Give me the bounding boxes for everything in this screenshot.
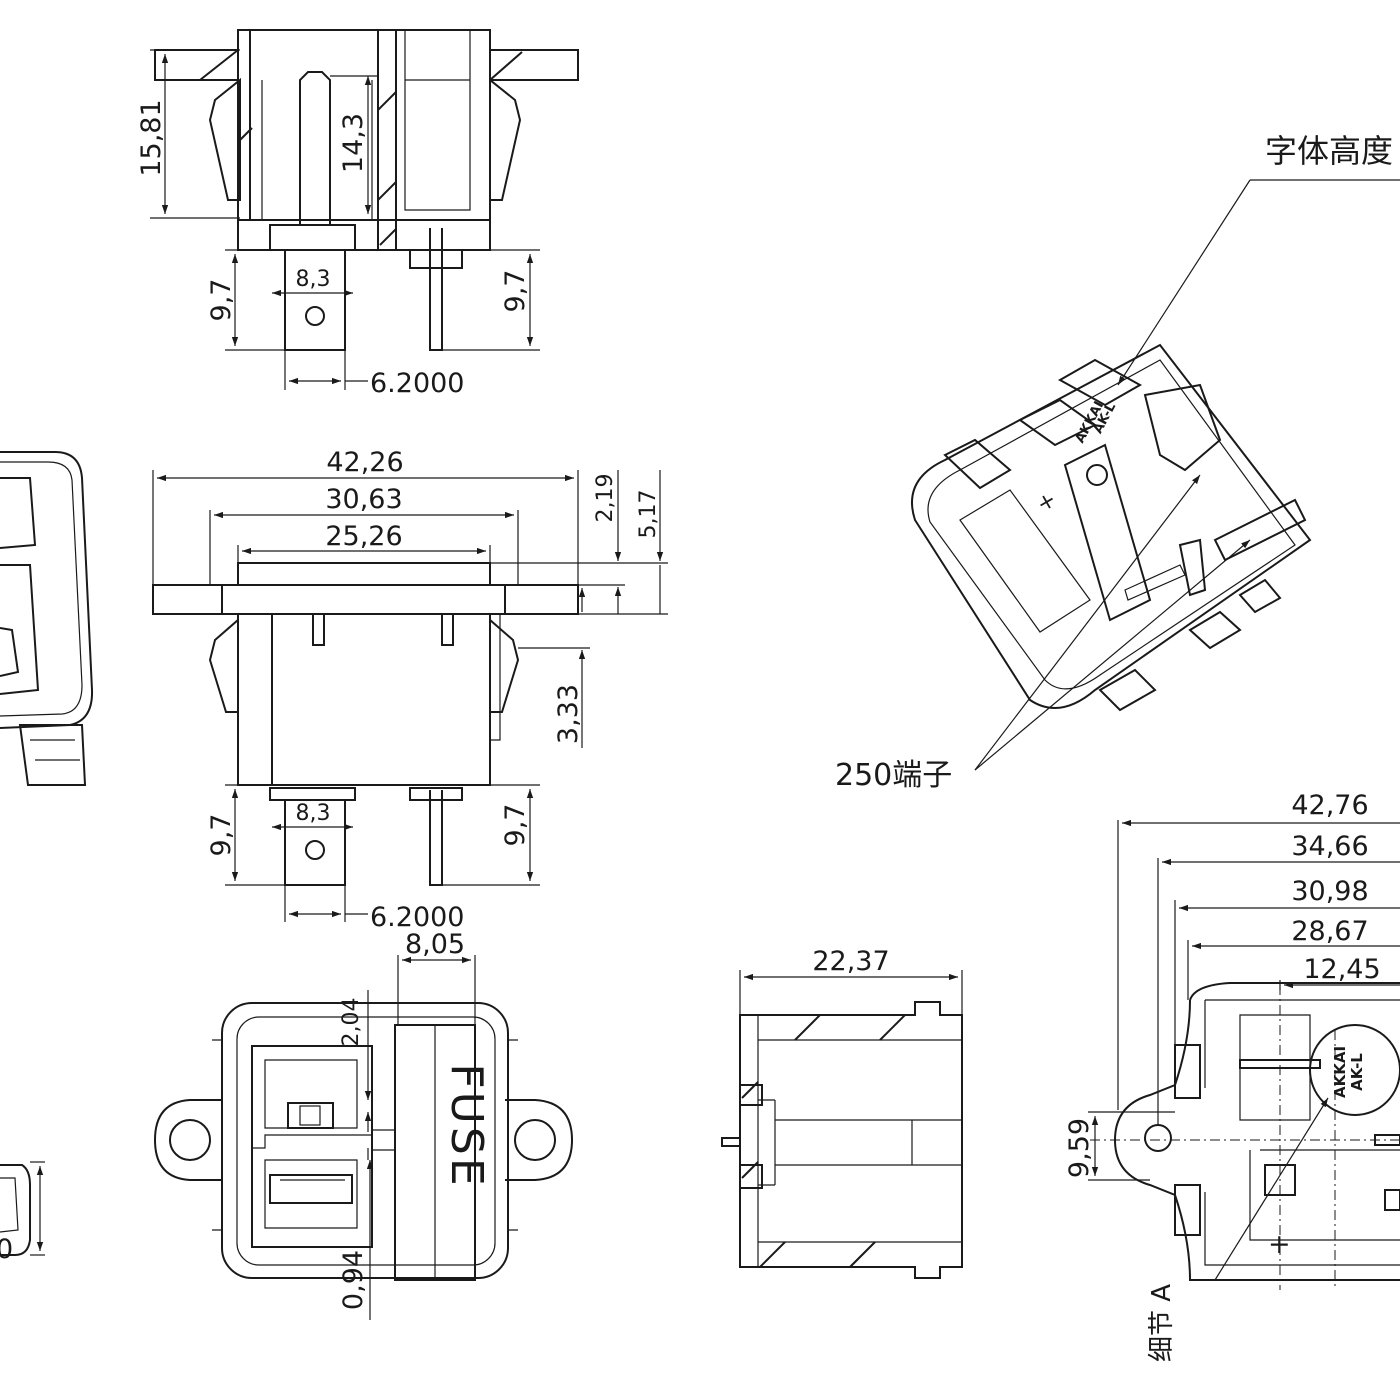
rear-dim-9-59: 9,59 xyxy=(1064,1118,1095,1178)
rear-view: AKKAI AK-L + 42,76 34,66 30,98 28,67 12,… xyxy=(1064,790,1400,1362)
top-dim-9-7-right: 9,7 xyxy=(500,270,531,313)
front-dim-25-26: 25,26 xyxy=(325,521,402,552)
left-partial-views: 0 xyxy=(0,451,94,1265)
front-dim-9-7-right: 9,7 xyxy=(500,804,531,847)
top-dim-15-81: 15,81 xyxy=(136,99,167,176)
front-dim-8-3: 8,3 xyxy=(296,801,331,826)
front-dim-6-2: 6.2000 xyxy=(370,902,464,933)
isometric-view: + AKKAI AK-L 字体高度 250端子 xyxy=(835,132,1400,793)
top-view: 15,81 14,3 9,7 9,7 8,3 6.2000 xyxy=(136,29,579,399)
face-view: FUSE 8,05 2,04 0,94 xyxy=(153,929,574,1320)
face-dim-2-04: 2,04 xyxy=(339,998,364,1047)
front-dim-30-63: 30,63 xyxy=(325,484,402,515)
fuse-label: FUSE xyxy=(441,1063,492,1188)
rear-dim-28-67: 28,67 xyxy=(1291,916,1368,947)
top-dim-14-3: 14,3 xyxy=(338,113,369,173)
face-dim-8-05: 8,05 xyxy=(405,929,465,960)
rear-marking-1: AKKAI xyxy=(1331,1046,1349,1098)
face-dim-0-94: 0,94 xyxy=(338,1250,369,1310)
rear-marking-2: AK-L xyxy=(1348,1053,1366,1091)
front-dim-5-17: 5,17 xyxy=(636,490,661,539)
side-dim-22-37: 22,37 xyxy=(812,946,889,977)
front-dim-9-7-left: 9,7 xyxy=(206,814,237,857)
rear-dim-30-98: 30,98 xyxy=(1291,876,1368,907)
top-dim-9-7-left: 9,7 xyxy=(206,279,237,322)
side-view: 22,37 xyxy=(721,946,963,1279)
rear-detail-label: 细节 A xyxy=(1147,1284,1177,1362)
iso-plus: + xyxy=(1033,487,1061,518)
front-dim-42-26: 42,26 xyxy=(326,447,403,478)
iso-label-font-height: 字体高度 xyxy=(1265,132,1393,170)
top-dim-8-3: 8,3 xyxy=(296,267,331,292)
front-dim-2-19: 2,19 xyxy=(593,474,618,523)
front-dim-3-33: 3,33 xyxy=(553,684,584,744)
rear-dim-42-76: 42,76 xyxy=(1291,790,1368,821)
rear-dim-12-45: 12,45 xyxy=(1303,954,1380,985)
rear-dim-34-66: 34,66 xyxy=(1291,831,1368,862)
rear-plus: + xyxy=(1268,1229,1291,1260)
iso-label-terminal: 250端子 xyxy=(835,758,952,793)
left-dim-0: 0 xyxy=(0,1234,13,1265)
top-dim-6-2: 6.2000 xyxy=(370,368,464,399)
front-view: 42,26 30,63 25,26 2,19 5,17 3,33 9,7 9,7… xyxy=(152,447,668,933)
